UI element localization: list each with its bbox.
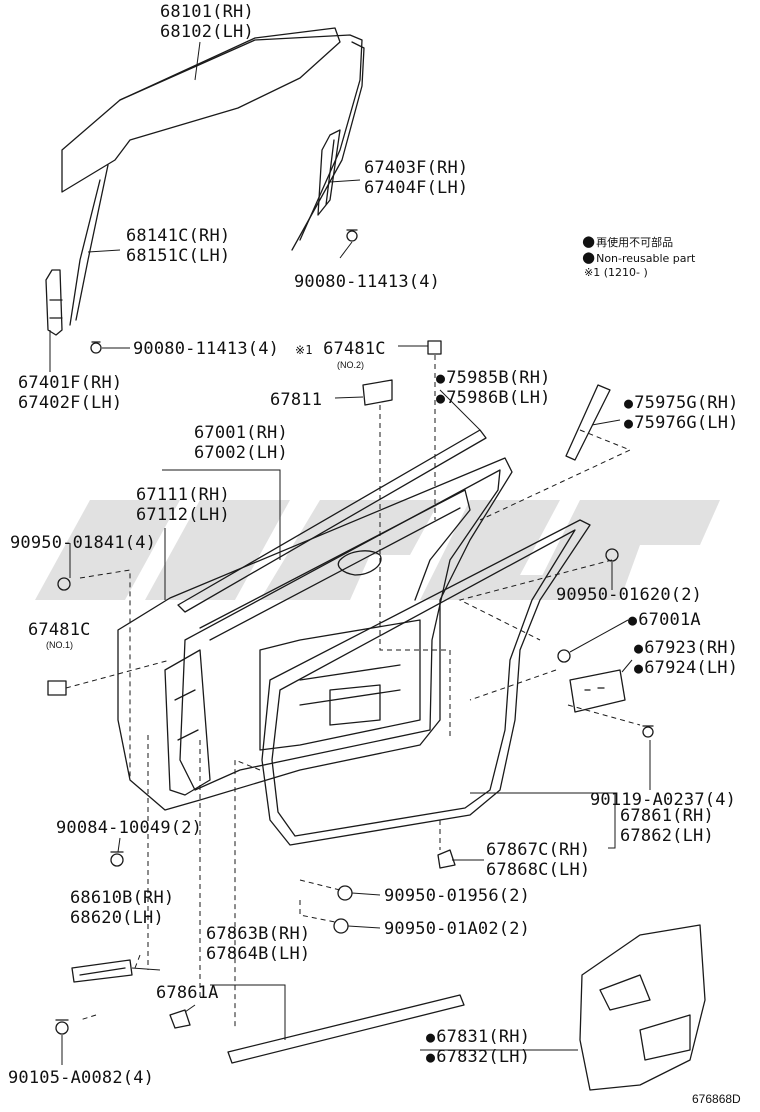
label-bolt-left: 90080-11413(4)	[133, 339, 280, 359]
label-rear-channel: 67403F(RH)67404F(LH)	[364, 158, 469, 198]
door-window-frame	[199, 489, 471, 641]
bolt-check	[110, 851, 124, 867]
label-service-hole-cover: 67831(RH)67832(LH)	[426, 1027, 530, 1067]
label-plug: 67001A	[628, 610, 701, 630]
legend-jp: 再使用不可部品	[582, 234, 673, 250]
clip-lower-1	[337, 885, 353, 901]
label-garnish: 75975G(RH)75976G(LH)	[624, 393, 739, 433]
door-glass	[61, 27, 341, 193]
label-clip-weatherstrip: 67867C(RH)67868C(LH)	[486, 840, 591, 880]
lower-seal-clip	[169, 1009, 191, 1029]
clip-right	[605, 548, 619, 562]
label-belt-moulding: 67111(RH)67112(LH)	[136, 485, 230, 525]
label-clip-left: 90950-01841(4)	[10, 533, 157, 553]
label-run-channel: 68141C(RH)68151C(LH)	[126, 226, 231, 266]
label-cushion-left-note: (NO.1)	[46, 640, 73, 650]
label-check-arm: 68610B(RH)68620(LH)	[70, 888, 175, 928]
door-weatherstrip-inner	[271, 529, 576, 837]
belt-weatherstrip	[177, 429, 487, 613]
label-door-panel: 67001(RH)67002(LH)	[194, 423, 288, 463]
bolt-stopper	[642, 725, 654, 738]
label-bolt-stopper: 90119-A0237(4)	[590, 790, 737, 810]
clip-left	[57, 577, 71, 591]
label-clip-lower-2: 90950-01A02(2)	[384, 919, 531, 939]
door-frame	[117, 457, 513, 811]
glass-run-front	[69, 34, 363, 326]
door-stopper	[569, 669, 626, 713]
label-front-channel: 67401F(RH)67402F(LH)	[18, 373, 123, 413]
bolt-top	[346, 229, 358, 242]
legend-en: Non-reusable part	[582, 250, 695, 266]
diagram-code: 676868D	[692, 1092, 741, 1106]
front-channel	[45, 269, 63, 336]
door-weatherstrip	[261, 519, 591, 846]
bolt-bottom	[55, 1019, 69, 1035]
pad	[362, 379, 393, 406]
glass-run-outer	[291, 41, 365, 251]
label-lower-seal-sub: 67861A	[156, 983, 219, 1003]
hinge-pillar	[164, 649, 211, 796]
label-clip-right: 90950-01620(2)	[556, 585, 703, 605]
label-cushion-top-note: (NO.2)	[337, 360, 364, 370]
clip-weatherstrip	[437, 849, 456, 869]
label-pad: 67811	[270, 390, 323, 410]
cushion-top	[427, 340, 442, 355]
label-bolt-bottom: 90105-A0082(4)	[8, 1068, 155, 1088]
door-frame-inner	[179, 469, 501, 791]
check-arm	[71, 959, 133, 983]
label-cushion-left: 67481C	[28, 620, 91, 640]
cushion-left	[47, 680, 67, 696]
garnish	[565, 384, 611, 461]
clip-lower-2	[333, 918, 349, 934]
label-bolt-top: 90080-11413(4)	[294, 272, 441, 292]
label-stopper: 67923(RH)67924(LH)	[634, 638, 738, 678]
rear-channel	[317, 129, 341, 216]
service-hole-cover	[579, 924, 706, 1091]
label-cushion-top: ※1 67481C	[295, 339, 386, 359]
label-clip-lower-1: 90950-01956(2)	[384, 886, 531, 906]
label-belt-weatherstrip: 75985B(RH)75986B(LH)	[436, 368, 551, 408]
label-bolt-check: 90084-10049(2)	[56, 818, 203, 838]
lower-seal	[227, 994, 465, 1064]
label-lower-seal: 67863B(RH)67864B(LH)	[206, 924, 311, 964]
plug	[557, 649, 571, 663]
legend-ref: ※1 (1210- )	[584, 266, 648, 279]
label-glass: 68101(RH)68102(LH)	[160, 2, 254, 42]
label-weatherstrip: 67861(RH)67862(LH)	[620, 806, 714, 846]
bolt-left	[90, 341, 102, 354]
door-inner-structure	[259, 550, 421, 751]
